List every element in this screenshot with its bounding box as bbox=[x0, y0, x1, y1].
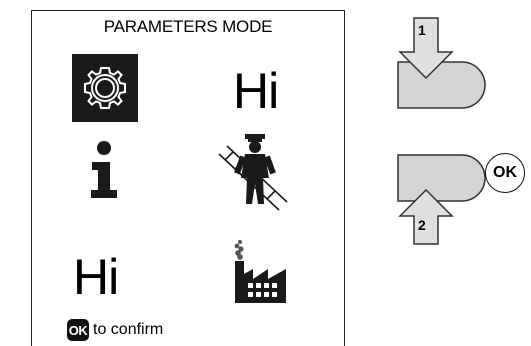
confirm-text: to confirm bbox=[93, 321, 164, 338]
hi-label[interactable]: Hi bbox=[233, 63, 279, 119]
button-1-number: 1 bbox=[418, 22, 426, 38]
chimney-sweep-icon[interactable] bbox=[217, 134, 289, 212]
factory-icon[interactable] bbox=[228, 239, 290, 305]
hi-label-2[interactable]: Hi bbox=[73, 249, 119, 305]
button-2-number: 2 bbox=[418, 217, 426, 233]
confirm-hint: OK to confirm bbox=[67, 319, 163, 341]
button-1 bbox=[397, 61, 486, 109]
arrow-down-icon bbox=[398, 17, 454, 80]
gear-icon[interactable] bbox=[72, 54, 138, 122]
panel-title: PARAMETERS MODE bbox=[103, 17, 273, 36]
info-icon[interactable] bbox=[84, 140, 124, 200]
button-2 bbox=[397, 154, 486, 202]
button-diagram bbox=[397, 17, 486, 245]
arrow-up-icon bbox=[398, 188, 454, 245]
ok-button[interactable]: OK bbox=[485, 153, 525, 193]
parameters-panel: PARAMETERS MODE Hi bbox=[31, 10, 345, 346]
ok-badge-icon: OK bbox=[67, 319, 89, 341]
